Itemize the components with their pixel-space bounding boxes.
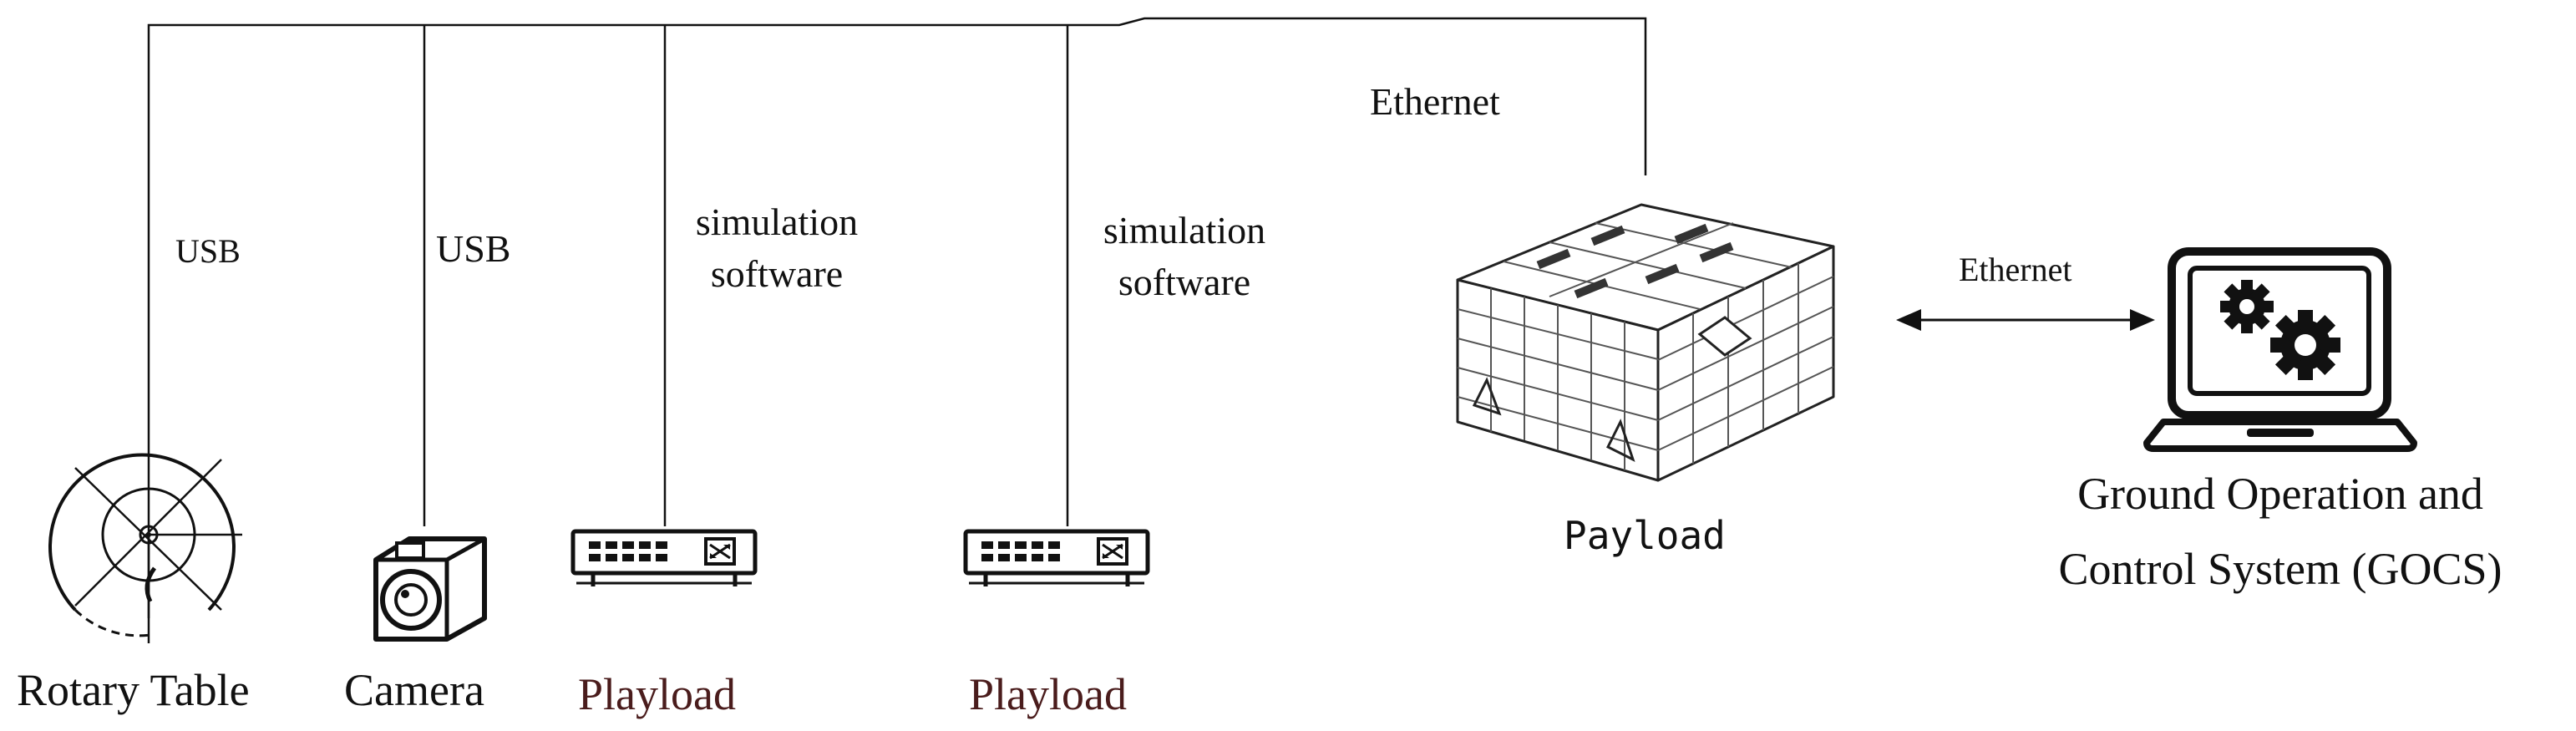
payload-label: Payload <box>1564 513 1726 558</box>
camera-label: Camera <box>344 665 484 715</box>
sim-software-label-2b: software <box>1118 261 1251 303</box>
sim-software-label-2a: simulation <box>1103 209 1266 251</box>
playload-label-2: Playload <box>969 669 1127 719</box>
playload-label-1: Playload <box>578 669 736 719</box>
usb-label-camera: USB <box>436 227 511 270</box>
sim-software-label-1b: software <box>710 252 844 295</box>
arrow-head-right <box>2130 309 2155 331</box>
camera-icon <box>373 536 487 642</box>
ethernet-label-gocs: Ethernet <box>1959 251 2072 288</box>
bus-line <box>147 17 1647 618</box>
ethernet-label-top: Ethernet <box>1370 80 1500 123</box>
rotary-table-icon <box>48 453 242 643</box>
laptop-gears-icon <box>2143 247 2417 452</box>
network-switch-icon <box>963 529 1150 586</box>
rotary-table-label: Rotary Table <box>17 665 250 715</box>
payload-cubesat-icon <box>1456 203 1835 482</box>
network-switch-icon <box>570 529 758 586</box>
sim-software-label-1a: simulation <box>695 201 859 243</box>
arrow-head-left <box>1896 309 1921 331</box>
gocs-label-line1: Ground Operation and <box>2077 469 2483 519</box>
usb-label-rotary: USB <box>175 232 241 270</box>
gocs-label-line2: Control System (GOCS) <box>2058 544 2502 594</box>
